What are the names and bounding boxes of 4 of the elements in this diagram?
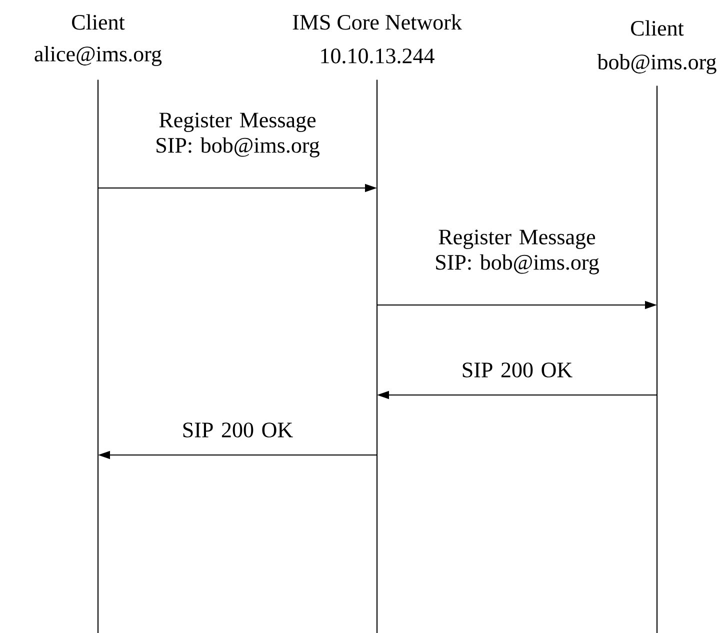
- message-label: SIP 200 OK: [183, 422, 293, 438]
- message-label: Register Message SIP: bob@ims.org: [436, 230, 599, 274]
- message-label: SIP 200 OK: [462, 362, 572, 378]
- message-label: Register Message SIP: bob@ims.org: [156, 112, 320, 158]
